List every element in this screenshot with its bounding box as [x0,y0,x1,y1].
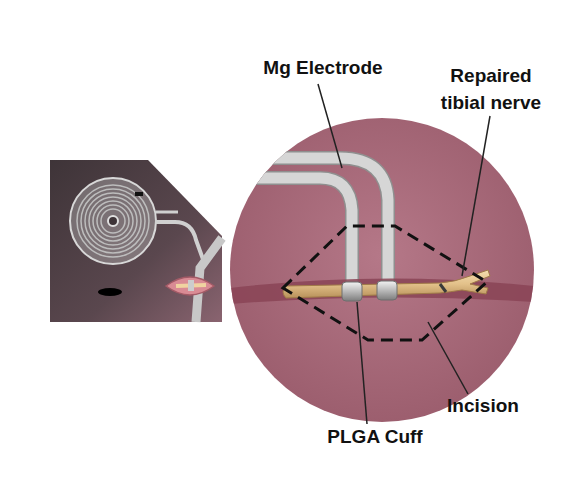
incision-outline [283,226,487,340]
callout-label: Mg Electrode [238,54,408,81]
electrode-lead [230,158,388,290]
coil-turn [93,201,133,241]
magnified-content [230,158,534,304]
coil-center [108,216,118,226]
inset-cuff [188,280,194,291]
leader-line [428,322,468,394]
inset-mark [135,192,143,196]
electrode-lead-edge [230,178,352,290]
leader-line [462,116,490,276]
plga-cuff [342,282,362,301]
leader-line [318,84,342,168]
coil-turn [81,189,145,253]
coil-turn [101,209,125,233]
electrode-lead-edge [230,158,388,290]
coil-outline [70,178,156,264]
inset-tissue [50,160,222,322]
inset-mark [98,288,122,296]
callout-label: Repaired tibial nerve [432,62,550,116]
inset-wire [156,211,178,214]
incision-groove [230,278,534,304]
suture [440,284,446,292]
coil-turn [89,197,137,245]
inset-wire [155,222,204,262]
coil-turn [77,185,149,257]
coil-turn [85,193,141,249]
leader-line [357,302,367,424]
magnified-tissue [230,118,534,422]
coil [70,178,156,264]
electrode-lead [230,178,352,290]
plga-cuff [377,281,397,300]
coil-turn [97,205,129,237]
callout-label: PLGA Cuff [310,423,440,450]
callout-label: Incision [428,392,538,419]
inset-incision [166,277,214,295]
